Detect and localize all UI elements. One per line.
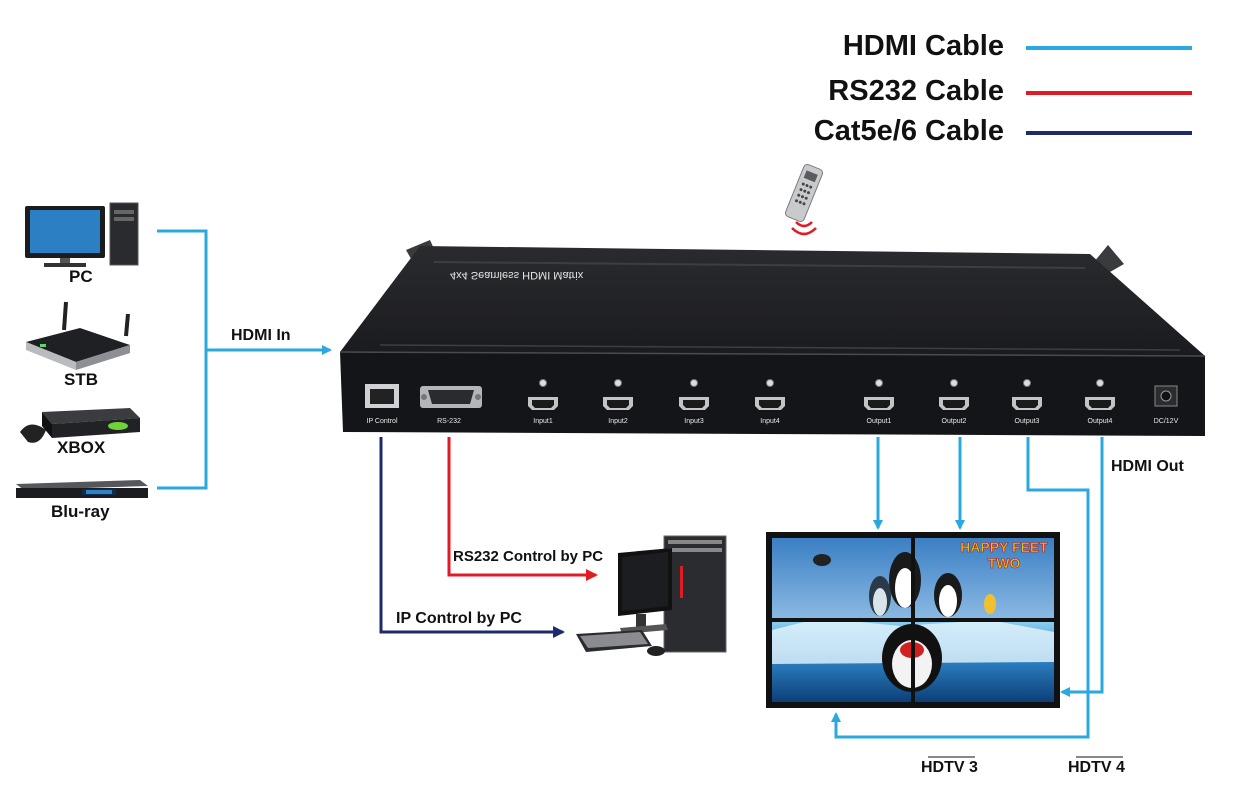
source-label-bluray: Blu-ray bbox=[51, 502, 110, 521]
hdmi-input-port bbox=[679, 379, 709, 410]
xbox-icon bbox=[20, 408, 140, 443]
video-wall: HAPPY FEET TWO bbox=[766, 532, 1060, 708]
legend-rs232-label: RS232 Cable bbox=[828, 75, 1004, 107]
ip-control-label: IP Control by PC bbox=[396, 610, 522, 627]
port-label-input1: Input1 bbox=[533, 418, 553, 425]
port-label-input4: Input4 bbox=[760, 418, 780, 425]
port-label-output2: Output2 bbox=[942, 418, 967, 425]
device-top-label: 4x4 Seamless HDMI Matrix bbox=[450, 269, 584, 281]
remote-control-icon bbox=[784, 163, 824, 223]
hdmi-ports-group bbox=[528, 379, 1115, 410]
port-label-input2: Input2 bbox=[608, 418, 628, 425]
hdmi-input-port bbox=[603, 379, 633, 410]
port-label-input3: Input3 bbox=[684, 418, 704, 425]
hdmi-out-label: HDMI Out bbox=[1111, 458, 1184, 475]
port-labels-group: IP Control RS-232 Input1 Input2 Input3 Input4… bbox=[367, 418, 1179, 425]
ir-signal-icon bbox=[791, 221, 817, 236]
hdmi-input-port bbox=[528, 379, 558, 410]
hdtv3-label: HDTV 3 bbox=[921, 759, 978, 776]
movie-title-line2: TWO bbox=[988, 555, 1021, 571]
legend-cat5-label: Cat5e/6 Cable bbox=[813, 115, 1004, 147]
port-label-output1: Output1 bbox=[867, 418, 892, 425]
source-label-pc: PC bbox=[69, 267, 93, 286]
hdmi-output-port bbox=[939, 379, 969, 410]
ethernet-port bbox=[365, 384, 399, 408]
port-label-output4: Output4 bbox=[1088, 418, 1113, 425]
hdmi-output-port bbox=[864, 379, 894, 410]
hdmi-in-label: HDMI In bbox=[231, 327, 291, 344]
ip-control-cable bbox=[379, 437, 565, 638]
bluray-icon bbox=[16, 480, 148, 498]
legend-hdmi-label: HDMI Cable bbox=[842, 30, 1004, 62]
hdtv4-label: HDTV 4 bbox=[1068, 759, 1125, 776]
source-label-stb: STB bbox=[64, 370, 98, 389]
hdmi-out-cables bbox=[831, 437, 1104, 739]
hdmi-output-port bbox=[1012, 379, 1042, 410]
port-label-output3: Output3 bbox=[1015, 418, 1040, 425]
hdmi-in-cables bbox=[157, 229, 332, 490]
hdmi-matrix-device bbox=[339, 240, 1206, 436]
rs232-control-cable bbox=[447, 437, 598, 581]
rs232-port bbox=[420, 386, 482, 408]
port-label-rs-232: RS-232 bbox=[437, 418, 461, 425]
control-pc-icon bbox=[576, 535, 727, 656]
dc-power-port bbox=[1154, 385, 1178, 407]
hdmi-input-port bbox=[755, 379, 785, 410]
router-icon bbox=[26, 301, 130, 370]
movie-title-line1: HAPPY FEET bbox=[960, 539, 1048, 555]
rs232-control-label: RS232 Control by PC bbox=[453, 548, 604, 565]
source-label-xbox: XBOX bbox=[57, 438, 106, 457]
pc-icon bbox=[25, 202, 139, 267]
port-label-ip-control: IP Control bbox=[367, 418, 398, 425]
hdmi-output-port bbox=[1085, 379, 1115, 410]
port-label-dc-12v: DC/12V bbox=[1154, 418, 1179, 425]
